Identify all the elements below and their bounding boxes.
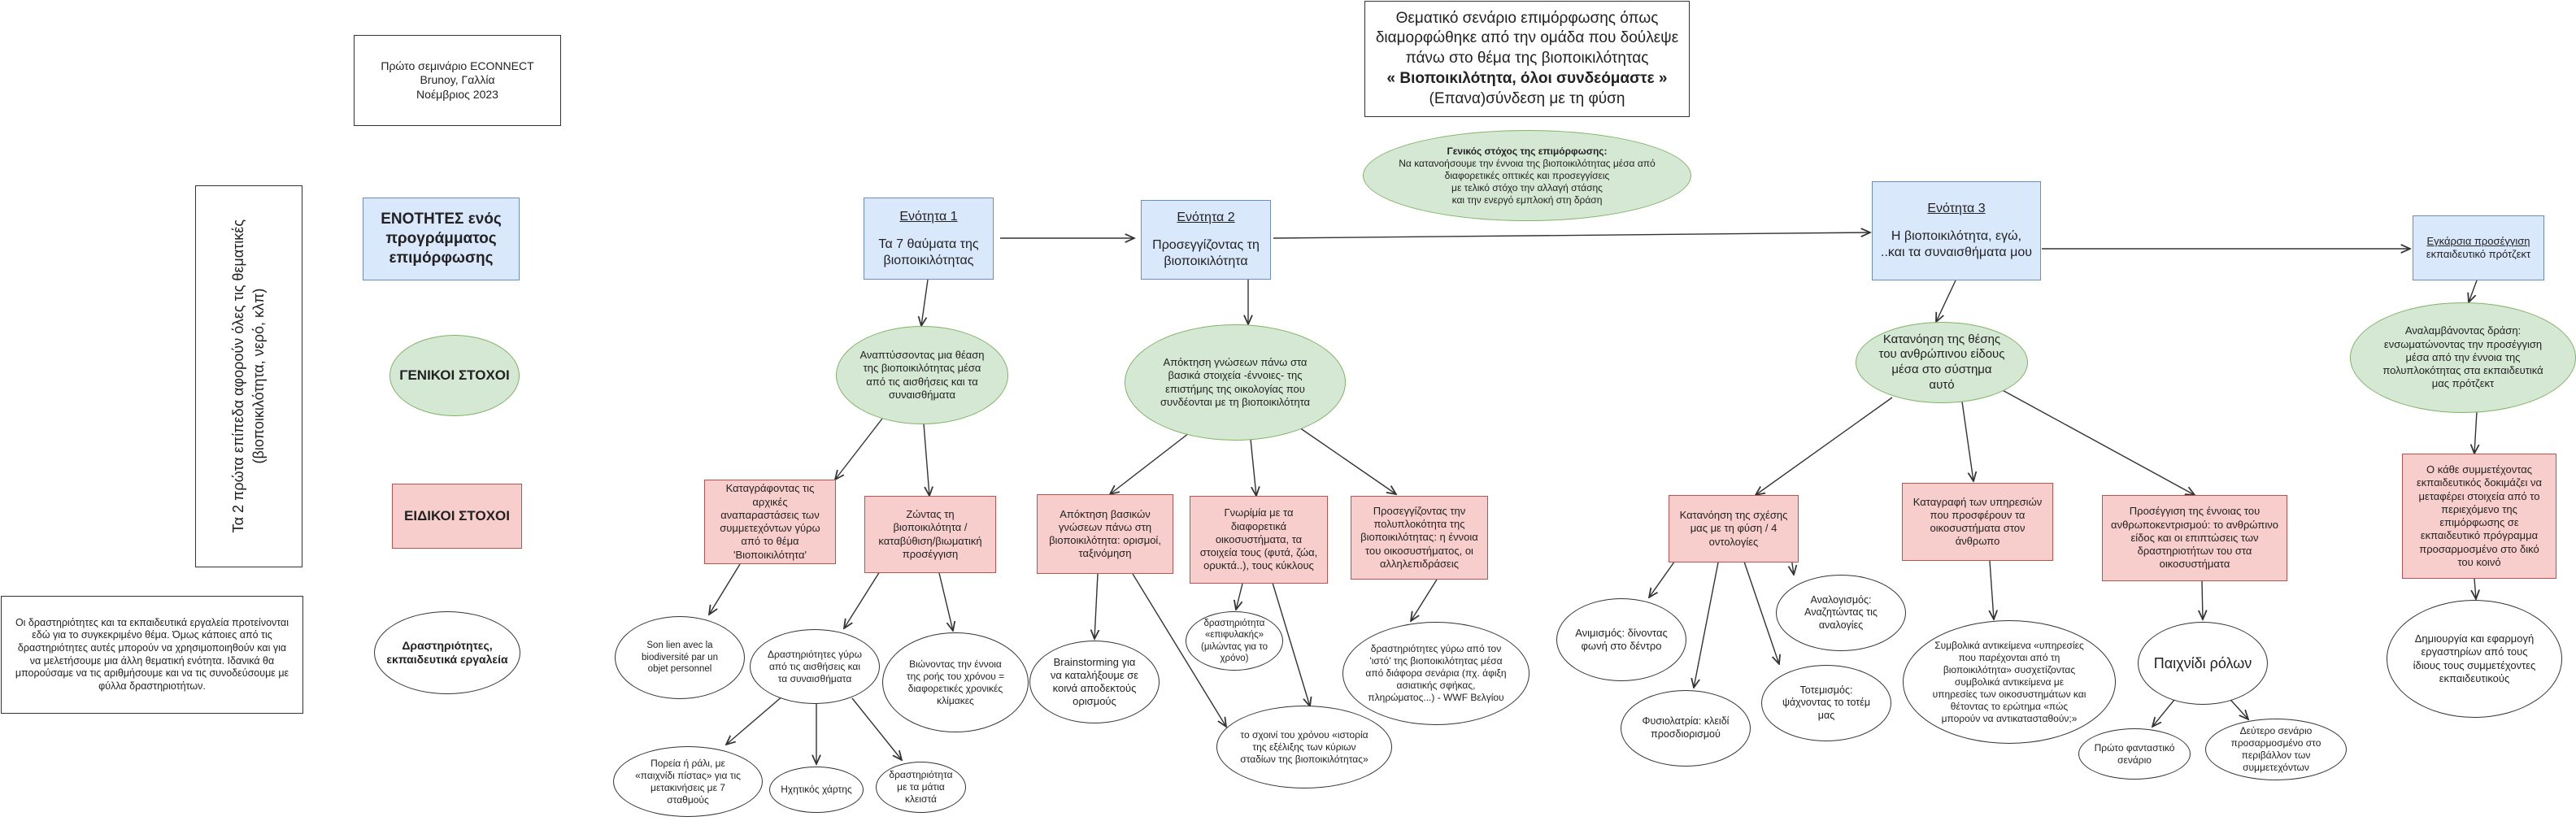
edge-spec8-act16 — [2202, 580, 2203, 619]
edge-unit2-unit3 — [1273, 232, 1870, 239]
edge-spec5-act10 — [1411, 579, 1438, 621]
scenario-line-3: πάνω στο θέμα της βιοποικιλότητας — [1405, 50, 1649, 67]
edge-gen1-spec1 — [835, 418, 883, 480]
general-goal-1: Αναπτύσσοντας μια θέαση της βιοποικιλότη… — [836, 326, 1008, 424]
activity-16: Παιχνίδι ρόλων — [2138, 622, 2268, 705]
activity-9: το σχοινί του χρόνου «ιστορία της εξέλιξ… — [1216, 706, 1392, 788]
specific-goal-3: Απόκτηση βασικών γνώσεων πάνω στη βιοποι… — [1037, 494, 1173, 574]
edge-spec1-act1 — [709, 563, 741, 615]
activity-7: Brainstorming για να καταλήξουμε σε κοιν… — [1029, 641, 1160, 723]
edge-unit3-gen3 — [1936, 280, 1956, 322]
unit-4: Εγκάρσια προσέγγιση εκπαιδευτικό πρότζεκ… — [2413, 215, 2544, 280]
specific-goal-8: Προσέγγιση της έννοιας του ανθρωποκεντρι… — [2102, 495, 2287, 581]
legend-general-goals: ΓΕΝΙΚΟΙ ΣΤΟΧΟΙ — [389, 335, 520, 416]
edge-gen3-spec7 — [1961, 401, 1973, 481]
activity-18: Δεύτερο σενάριο προσαρμοσμένο στο περιβά… — [2205, 719, 2347, 780]
scenario-line-2: διαμορφώθηκε από την ομάδα που δούλεψε — [1375, 29, 1679, 47]
edge-gen1-spec2 — [923, 423, 929, 496]
edge-gen4-spec9 — [2474, 410, 2477, 454]
legend-units: ΕΝΟΤΗΤΕΣ ενός προγράμματος επιμόρφωσης — [363, 198, 520, 280]
edge-spec4-act8 — [1236, 583, 1243, 610]
activity-1: Son lien avec la biodiversité par un obj… — [615, 616, 745, 699]
general-goal-line-2: διαφορετικές οπτικές και προσεγγίσεις — [1444, 169, 1610, 181]
general-goal-line-3: με τελικό στόχο την αλλαγή στάσης — [1451, 181, 1603, 193]
seminar-info-box: Πρώτο σεμινάριο ECONNECT Brunoy, Γαλλία … — [354, 35, 561, 126]
general-goal-line-1: Να κατανοήσουμε την έννοια της βιοποικιλ… — [1399, 157, 1656, 169]
levels-note-line-2: (βιοποικιλότητα, νερό, κλπ) — [250, 289, 267, 464]
activity-13: Τοτεμισμός: ψάχνοντας το τοτέμ μας — [1761, 665, 1891, 741]
edge-gen3-spec8 — [1990, 383, 2195, 495]
edge-act2-act4 — [726, 695, 784, 745]
specific-goal-9: Ο κάθε συμμετέχοντας εκπαιδευτικός δοκιμ… — [2402, 454, 2556, 579]
general-goal-2: Απόκτηση γνώσεων πάνω στα βασικά στοιχεί… — [1125, 324, 1346, 441]
seminar-date: Νοέμβριος 2023 — [416, 87, 498, 101]
edge-spec2-act2 — [844, 571, 881, 628]
scenario-line-5: (Επανα)σύνδεση με τη φύση — [1429, 89, 1625, 107]
scenario-line-1: Θεματικό σενάριο επιμόρφωσης όπως — [1395, 9, 1659, 27]
legend-specific-goals: ΕΙΔΙΚΟΙ ΣΤΟΧΟΙ — [392, 484, 522, 549]
levels-note-line-1: Τα 2 πρώτα επίπεδα αφορούν όλες τις θεμα… — [229, 219, 246, 533]
general-goal-line-4: και την ενεργό εμπλοκή στη δράση — [1451, 193, 1603, 206]
activity-6: δραστηριότητα με τα μάτια κλειστά — [876, 762, 966, 813]
specific-goal-6: Κατανόηση της σχέσης μας με τη φύση / 4 … — [1669, 495, 1799, 563]
edge-gen2-spec3 — [1110, 432, 1190, 494]
levels-note-box: Τα 2 πρώτα επίπεδα αφορούν όλες τις θεμα… — [195, 185, 302, 567]
activities-note-box: Οι δραστηριότητες και τα εκπαιδευτικά ερ… — [1, 596, 303, 714]
activity-11: Ανιμισμός: δίνοντας φωνή στο δέντρο — [1556, 598, 1686, 681]
activity-3: Βιώνοντας την έννοια της ροής του χρόνου… — [882, 632, 1029, 732]
edge-spec3-act7 — [1094, 573, 1098, 639]
edge-act2-act6 — [851, 697, 902, 760]
edge-gen2-spec4 — [1250, 438, 1256, 496]
general-goal-4: Αναλαμβάνοντας δράση: ενσωματώνοντας την… — [2350, 302, 2576, 413]
legend-activities: Δραστηριότητες, εκπαιδευτικά εργαλεία — [374, 611, 520, 694]
unit-2: Ενότητα 2 Προσεγγίζοντας τη βιοποικιλότη… — [1141, 200, 1271, 280]
unit-3: Ενότητα 3 Η βιοποικιλότητα, εγώ, ..και τ… — [1872, 181, 2041, 280]
edge-spec2-act3 — [938, 572, 953, 631]
general-goal-3: Κατανόηση της θέσης του ανθρώπινου είδου… — [1856, 322, 2028, 403]
edge-spec6-act13 — [1743, 561, 1779, 664]
activity-17: Πρώτο φανταστικό σενάριο — [2078, 728, 2191, 780]
unit-1: Ενότητα 1 Τα 7 θαύματα της βιοποικιλότητ… — [864, 198, 994, 280]
general-goal-ellipse: Γενικός στόχος της επιμόρφωσης: Να καταν… — [1363, 130, 1691, 221]
seminar-title: Πρώτο σεμινάριο ECONNECT — [381, 59, 534, 72]
activity-5: Ηχητικός χάρτης — [769, 767, 864, 813]
edge-spec4-act9 — [1272, 582, 1310, 706]
edge-unit1-gen1 — [921, 279, 929, 326]
scenario-title-box: Θεματικό σενάριο επιμόρφωσης όπως διαμορ… — [1364, 1, 1690, 117]
activity-12: Φυσιολατρία: κλειδί προσδιορισμού — [1621, 690, 1751, 767]
edge-spec9-act19 — [2474, 578, 2476, 599]
specific-goal-2: Ζώντας τη βιοποικιλότητα / καταβύθιση/βι… — [864, 496, 996, 573]
general-goal-title: Γενικός στόχος της επιμόρφωσης: — [1447, 145, 1608, 157]
edge-spec3-act9 — [1132, 573, 1226, 727]
specific-goal-1: Καταγράφοντας τις αρχικές αναπαραστάσεις… — [704, 480, 836, 564]
activity-19: Δημιουργία και εφαρμογή εργαστηρίων από … — [2387, 600, 2562, 718]
activity-15: Συμβολικά αντικείμενα «υπηρεσίες που παρ… — [1903, 620, 2116, 744]
edge-gen2-spec5 — [1299, 427, 1396, 494]
seminar-location: Brunoy, Γαλλία — [420, 73, 495, 87]
activity-10: δραστηριότητες γύρω από τον 'ιστό' της β… — [1342, 622, 1530, 725]
activity-8: δραστηριότητα «επιφυλακής» (μιλώντας για… — [1186, 611, 1283, 671]
activity-2: Δραστηριότητες γύρω από τις αισθήσεις κα… — [750, 629, 880, 704]
activity-4: Πορεία ή ράλι, με «παιχνίδι πίστας» για … — [613, 746, 763, 817]
specific-goal-7: Καταγραφή των υπηρεσιών που προσφέρουν τ… — [1902, 483, 2053, 561]
activity-14: Αναλογισμός: Αναζητώντας τις αναλογίες — [1776, 575, 1906, 651]
scenario-line-4: « Βιοποικιλότητα, όλοι συνδεόμαστε » — [1386, 69, 1668, 87]
edge-spec7-act15 — [1990, 560, 1994, 619]
edge-act16-act17 — [2152, 695, 2178, 727]
edge-unit4-gen4 — [2469, 280, 2478, 302]
specific-goal-4: Γνωρίμία με τα διαφορετικά οικοσυστήματα… — [1190, 496, 1328, 584]
edge-spec6-act12 — [1694, 562, 1719, 688]
edge-gen3-spec6 — [1756, 397, 1893, 495]
specific-goal-5: Προσεγγίζοντας την πολυπλοκότητα της βιο… — [1351, 496, 1488, 580]
activities-note-text: Οι δραστηριότητες και τα εκπαιδευτικά ερ… — [15, 616, 289, 692]
